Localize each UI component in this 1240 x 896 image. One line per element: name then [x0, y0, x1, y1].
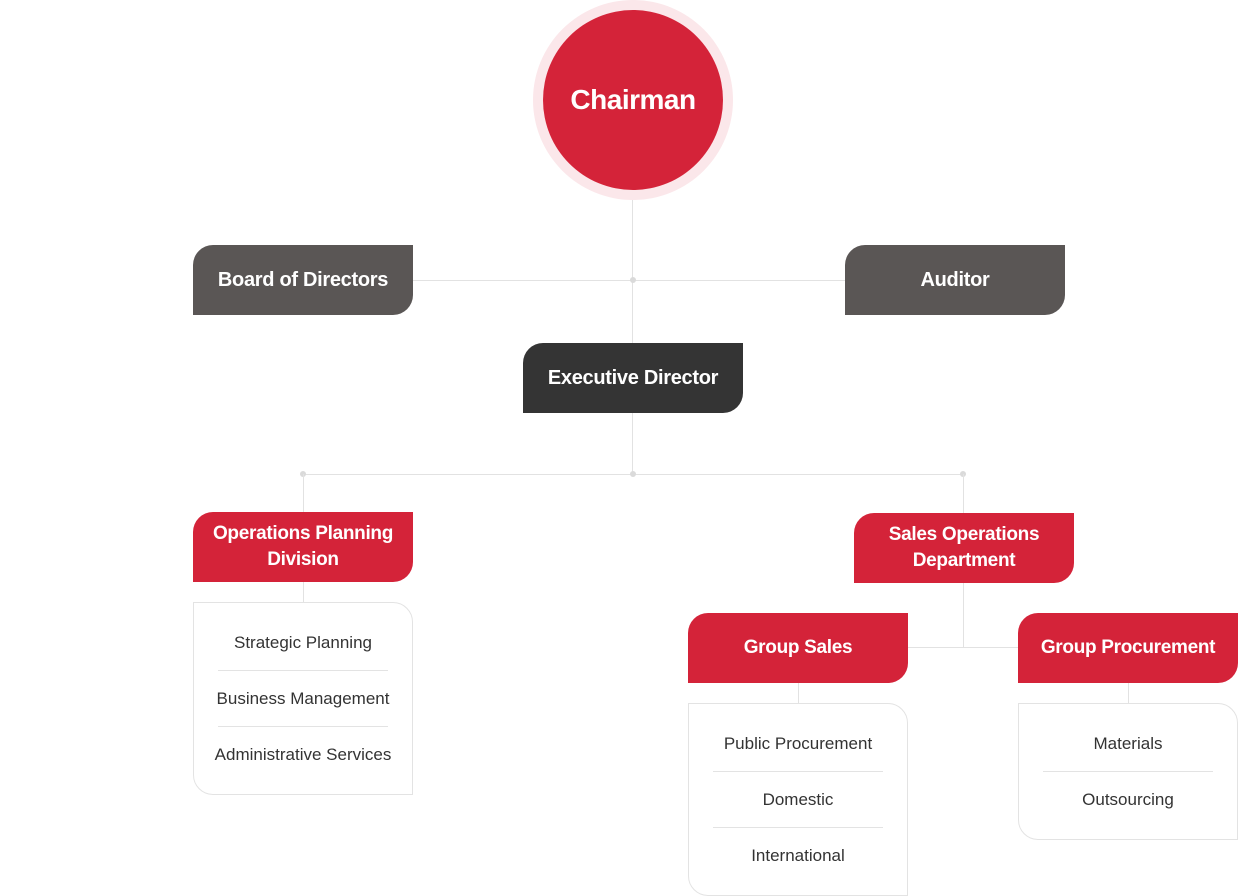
connector-executive-down: [632, 413, 633, 474]
list-item: Materials: [1043, 716, 1213, 772]
connector-sales-groups-bar: [908, 647, 1018, 648]
list-item: Strategic Planning: [218, 615, 388, 671]
group-procurement-node: Group Procurement: [1018, 613, 1238, 683]
board-of-directors-node: Board of Directors: [193, 245, 413, 315]
list-item: Administrative Services: [214, 744, 392, 764]
connector-to-sales-department: [963, 474, 964, 513]
connector-sales-down: [963, 583, 964, 647]
connector-chairman-to-executive: [632, 190, 633, 343]
connector-board-auditor: [413, 280, 845, 281]
list-item: Domestic: [713, 772, 883, 828]
group-sales-node: Group Sales: [688, 613, 908, 683]
list-item: International: [751, 845, 845, 865]
connector-group-procurement-to-list: [1128, 683, 1129, 703]
list-item: Business Management: [217, 671, 389, 727]
chairman-node: Chairman: [543, 10, 723, 190]
auditor-node: Auditor: [845, 245, 1065, 315]
connector-to-ops-division: [303, 474, 304, 512]
operations-division-list: Strategic Planning Business Management A…: [193, 602, 413, 795]
connector-ops-to-list: [303, 582, 304, 602]
connector-node: [630, 471, 636, 477]
sales-operations-department-node: Sales Operations Department: [854, 513, 1074, 583]
connector-group-sales-to-list: [798, 683, 799, 703]
group-sales-list: Public Procurement Domestic Internationa…: [688, 703, 908, 896]
connector-node: [630, 277, 636, 283]
operations-planning-division-node: Operations Planning Division: [193, 512, 413, 582]
group-procurement-list: Materials Outsourcing: [1018, 703, 1238, 840]
list-item: Outsourcing: [1082, 789, 1174, 809]
executive-director-node: Executive Director: [523, 343, 743, 413]
list-item: Public Procurement: [713, 716, 883, 772]
